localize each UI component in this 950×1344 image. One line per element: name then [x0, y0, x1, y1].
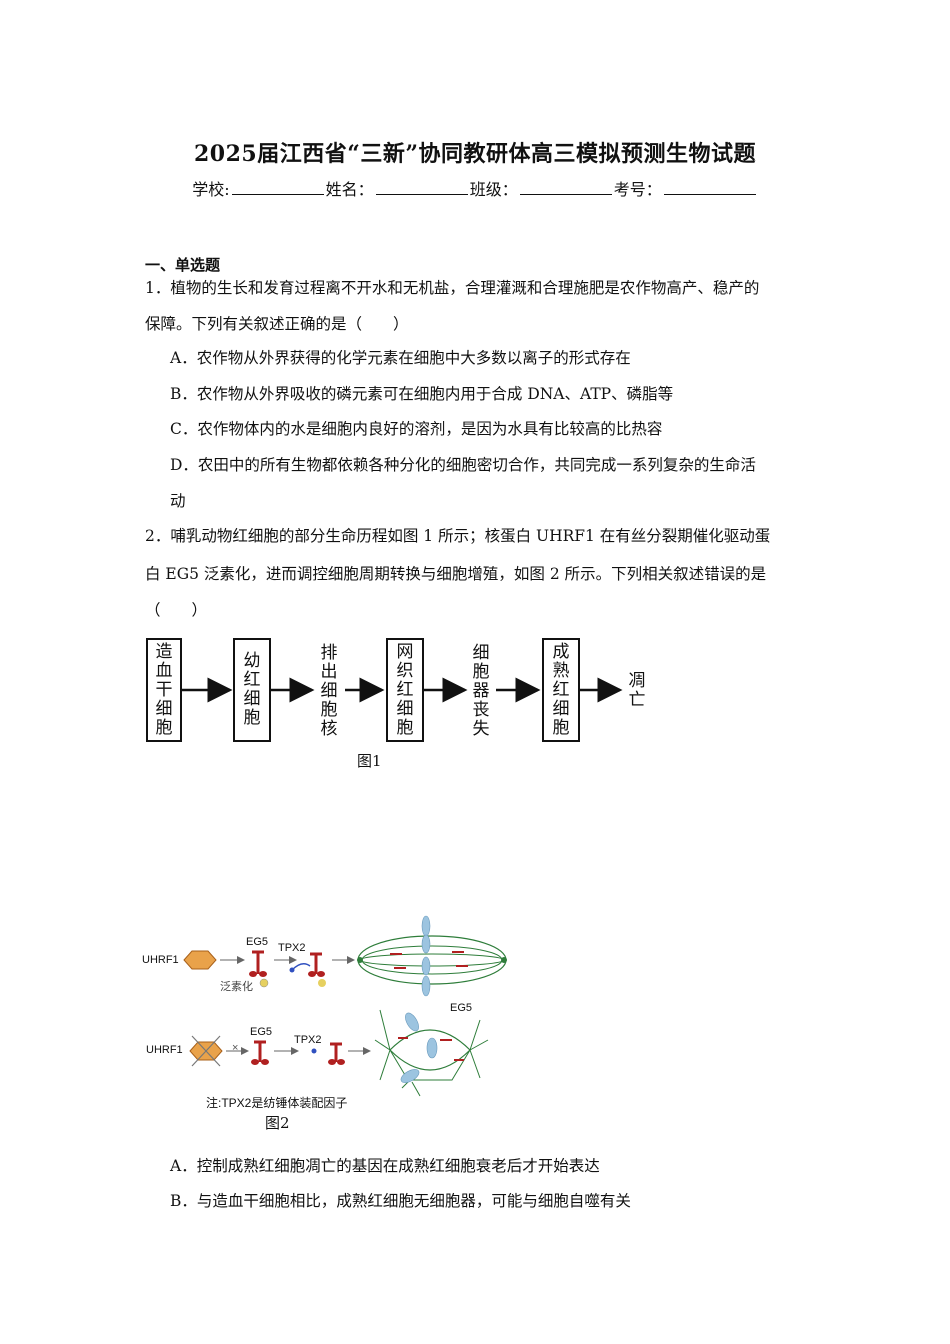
step-mature-erythrocyte: 成熟红细胞 — [542, 638, 580, 742]
school-blank — [231, 180, 324, 195]
step-text: 排出细胞核 — [320, 643, 338, 739]
eg5-label-bottom: EG5 — [250, 1026, 273, 1038]
tpx2-complex-shape — [289, 952, 326, 987]
q2-option-a: A．控制成熟红细胞凋亡的基因在成熟红细胞衰老后才开始表达 — [170, 1157, 600, 1175]
uhrf1-label-bottom: UHRF1 — [146, 1044, 183, 1056]
tpx2-label-bottom: TPX2 — [294, 1034, 322, 1046]
uhrf1-protein-shape — [183, 950, 217, 970]
figure-2-graphics — [183, 915, 507, 1097]
q2-stem-line2: 白 EG5 泛素化，进而调控细胞周期转换与细胞增殖，如图 2 所示。下列相关叙述… — [145, 565, 767, 583]
q1-option-b: B．农作物从外界吸收的磷元素可在细胞内用于合成 DNA、ATP、磷脂等 — [170, 385, 674, 403]
q1-option-c: C．农作物体内的水是细胞内良好的溶剂，是因为水具有比较高的比热容 — [170, 420, 663, 438]
step-hematopoietic-stem-cell: 造血干细胞 — [146, 638, 182, 742]
tpx2-label-top: TPX2 — [278, 942, 306, 954]
figure-2-caption: 图2 — [265, 1114, 290, 1132]
step-text: 网织红细胞 — [396, 641, 414, 738]
number-label: 考号： — [613, 180, 662, 199]
class-blank — [519, 180, 612, 195]
name-label: 姓名： — [325, 180, 374, 199]
eg5-protein-shape — [249, 950, 269, 988]
step-text: 凋亡 — [628, 671, 646, 710]
q2-stem-line1: 2．哺乳动物红细胞的部分生命历程如图 1 所示；核蛋白 UHRF1 在有丝分裂期… — [145, 527, 771, 545]
q1-option-a: A．农作物从外界获得的化学元素在细胞中大多数以离子的形式存在 — [170, 349, 631, 367]
student-info-line: 学校: 姓名： 班级： 考号： — [0, 176, 950, 200]
figure-1-arrows — [182, 677, 623, 703]
step-apoptosis: 凋亡 — [624, 672, 650, 710]
step-text: 成熟红细胞 — [552, 641, 570, 738]
figure-2-note: 注:TPX2是纺锤体装配因子 — [206, 1096, 348, 1110]
eg5-label-spindle: EG5 — [450, 1002, 473, 1014]
step-organelle-loss: 细胞器丧失 — [468, 644, 494, 739]
step-nucleus-extrusion: 排出细胞核 — [316, 644, 342, 739]
eg5-protein-shape — [251, 1040, 269, 1065]
q2-option-b: B．与造血干细胞相比，成熟红细胞无细胞器，可能与细胞自噬有关 — [170, 1192, 631, 1210]
abnormal-spindle — [374, 1009, 489, 1097]
eg5-label-top: EG5 — [246, 936, 269, 948]
knockout-cross — [191, 1035, 221, 1067]
block-mark: × — [232, 1042, 239, 1054]
q1-option-d-line2: 动 — [170, 492, 186, 510]
name-blank — [375, 180, 468, 195]
q1-option-d-line1: D．农田中的所有生物都依赖各种分化的细胞密切合作，共同完成一系列复杂的生命活 — [170, 456, 756, 474]
ubiquitination-label: 泛素化 — [220, 981, 253, 993]
number-blank — [663, 180, 756, 195]
q1-stem-line2: 保障。下列有关叙述正确的是（ ） — [145, 315, 409, 333]
figure-2-diagram: UHRF1 EG5 TPX2 泛素化 UHRF1 × EG5 TPX2 EG5 … — [140, 910, 520, 1110]
bipolar-spindle — [357, 915, 507, 997]
q1-stem-line1: 1．植物的生长和发育过程离不开水和无机盐，合理灌溉和合理施肥是农作物高产、稳产的 — [145, 279, 760, 297]
uhrf1-label-top: UHRF1 — [142, 954, 179, 966]
section-heading: 一、单选题 — [145, 256, 221, 274]
tpx2-eg5-shape — [311, 1042, 345, 1065]
class-label: 班级： — [469, 180, 518, 199]
figure-1-caption: 图1 — [357, 752, 382, 770]
step-text: 幼红细胞 — [243, 651, 261, 728]
step-text: 造血干细胞 — [155, 641, 173, 738]
step-reticulocyte: 网织红细胞 — [386, 638, 424, 742]
school-label: 学校: — [192, 180, 230, 199]
step-text: 细胞器丧失 — [472, 643, 490, 739]
q2-stem-line3: （ ） — [145, 601, 208, 619]
step-erythroblast: 幼红细胞 — [233, 638, 271, 742]
page-title: 2025届江西省“三新”协同教研体高三模拟预测生物试题 — [193, 141, 757, 167]
figure-1-flow: 造血干细胞 幼红细胞 排出细胞核 网织红细胞 细胞器丧失 成熟红细胞 凋亡 — [140, 630, 660, 750]
